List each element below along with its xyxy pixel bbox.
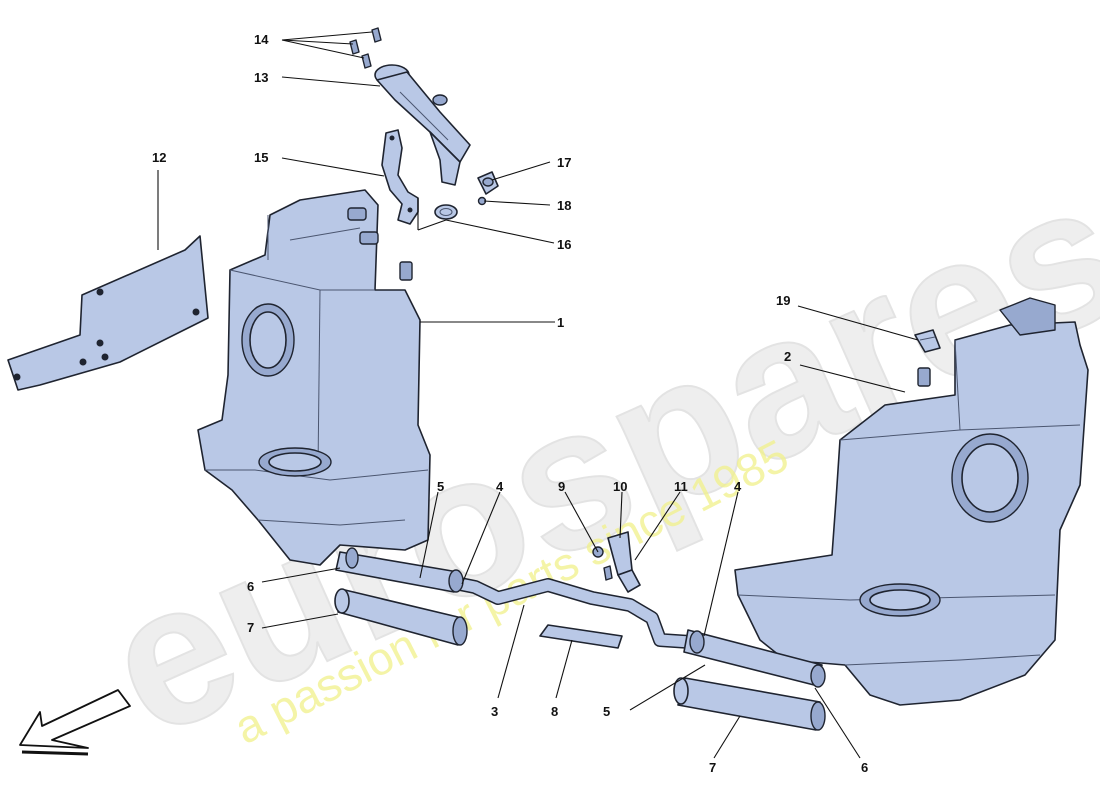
callout-8: 8 (551, 704, 558, 719)
callout-1: 1 (557, 315, 564, 330)
callout-4-left: 4 (496, 479, 504, 494)
hose-clamp (434, 204, 458, 220)
callout-4-right: 4 (734, 479, 742, 494)
right-hose (683, 629, 826, 688)
bracket (381, 129, 419, 225)
valve (477, 171, 499, 195)
callout-2: 2 (784, 349, 791, 364)
front-direction-arrow-icon (19, 689, 131, 756)
left-hose (335, 547, 464, 593)
callout-6-left: 6 (247, 579, 254, 594)
callout-6-right: 6 (861, 760, 868, 775)
callout-7-left: 7 (247, 620, 254, 635)
callout-7-right: 7 (709, 760, 716, 775)
callout-18: 18 (557, 198, 571, 213)
connecting-pipe (448, 576, 697, 649)
callout-17: 17 (557, 155, 571, 170)
callouts: 1 2 3 4 4 5 5 6 6 7 7 8 9 10 11 12 13 14… (152, 32, 868, 775)
grommet-clip (914, 329, 941, 353)
pipe-bracket (592, 531, 641, 593)
callout-12: 12 (152, 150, 166, 165)
left-sleeve (334, 588, 468, 646)
right-fuel-tank (734, 297, 1089, 706)
callout-11: 11 (674, 479, 688, 494)
callout-9: 9 (558, 479, 565, 494)
callout-10: 10 (613, 479, 627, 494)
heat-shield-plate (7, 235, 209, 391)
callout-13: 13 (254, 70, 268, 85)
left-fuel-tank (197, 189, 431, 566)
adhesive-strip (539, 624, 623, 649)
filler-neck (374, 64, 471, 186)
right-sleeve (673, 677, 826, 731)
callout-14: 14 (254, 32, 269, 47)
callout-3: 3 (491, 704, 498, 719)
callout-16: 16 (557, 237, 571, 252)
callout-19: 19 (776, 293, 790, 308)
callout-5-left: 5 (437, 479, 444, 494)
callout-5-right: 5 (603, 704, 610, 719)
leader-lines (157, 31, 919, 759)
callout-15: 15 (254, 150, 268, 165)
